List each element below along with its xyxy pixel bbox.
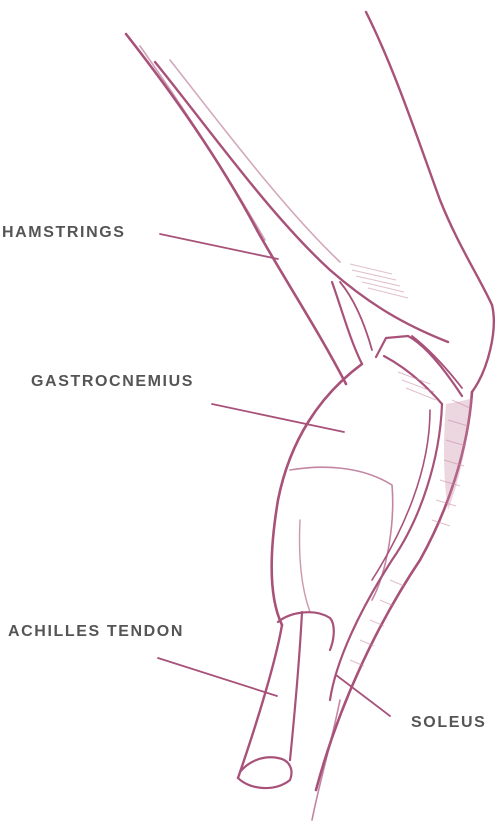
gastrocnemius-back-outline (382, 354, 444, 406)
popliteal-fold (374, 334, 464, 398)
knee-outline (470, 303, 495, 394)
gastro-shading-hatch (397, 371, 437, 401)
knee-crease-2 (339, 281, 373, 351)
calf-shading-hatch (431, 399, 471, 527)
hamstring-band-line-2 (169, 59, 341, 263)
knee-crease (330, 280, 364, 366)
gastrocnemius-leader-line (211, 403, 345, 433)
thigh-front-outline (364, 10, 494, 307)
soleus-label: SOLEUS (411, 714, 487, 731)
gastrocnemius-label: GASTROCNEMIUS (31, 373, 195, 390)
gastrocnemius-lower-edge (289, 466, 394, 601)
ankle-front-line (311, 699, 341, 821)
achilles-tendon-base (236, 756, 293, 790)
achilles-tendon-leader-line (157, 657, 278, 697)
soleus-inner-line (371, 409, 431, 581)
soleus-leader-line (335, 674, 391, 717)
shin-outline (314, 390, 474, 792)
achilles-tendon-outline (236, 623, 284, 780)
gastrocnemius-inner-line (298, 519, 311, 613)
calf-shadow-wedge (444, 398, 472, 510)
shin-shading-hatch (349, 579, 405, 667)
knee-shading-hatch (349, 263, 409, 299)
hamstring-band-line (153, 60, 450, 344)
achilles-tendon-front (288, 610, 304, 762)
achilles-tendon-label: ACHILLES TENDON (8, 623, 184, 640)
thigh-back-inner-outline (139, 45, 266, 241)
thigh-back-outline (124, 32, 348, 386)
hamstrings-leader-line (159, 233, 279, 260)
gastrocnemius-outline (270, 362, 364, 627)
soleus-outline (328, 402, 444, 702)
hamstrings-label: HAMSTRINGS (2, 224, 126, 241)
achilles-tendon-top (276, 611, 335, 652)
knee-inner-fold (411, 335, 463, 389)
